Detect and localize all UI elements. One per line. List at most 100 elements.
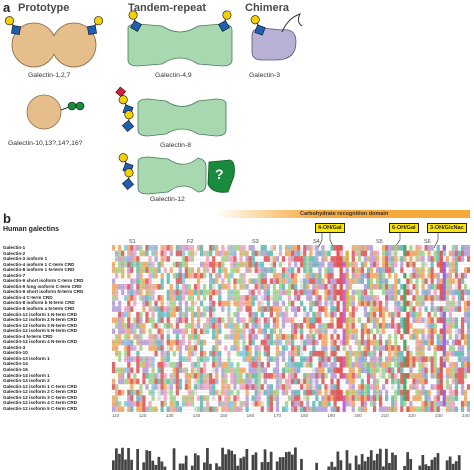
conservation-bar [245, 448, 249, 470]
conservation-bar [121, 447, 124, 470]
row-name: Galectin-14 isoform 1 [3, 372, 50, 378]
conservation-bar [154, 464, 158, 470]
conservation-bar [424, 464, 428, 470]
conservation-bar [454, 461, 458, 470]
row-name: Galectin-12 isoform 1 N-term CRD [3, 311, 78, 317]
row-names: Galectin-1 Galectin-2 Galectin-3 isoform… [3, 245, 111, 411]
conservation-histogram [112, 447, 461, 470]
sequence-alignment [112, 245, 470, 412]
position-tick-label: 230 [435, 413, 443, 418]
conservation-bar [145, 450, 149, 470]
row-name: Galectin-14 isoform 2 [3, 378, 50, 384]
conservation-bar [260, 462, 264, 470]
conservation-bar [403, 465, 406, 470]
panel-b-letter: b [3, 211, 11, 226]
conservation-bar [233, 454, 237, 470]
position-tick-label: 240 [462, 413, 470, 418]
conservation-bar [427, 465, 431, 470]
row-name: Galectin-3 [3, 344, 26, 350]
conservation-bar [178, 463, 182, 470]
position-tick-label: 150 [219, 413, 228, 418]
conservation-bar [430, 459, 434, 470]
row-name: Galectin-8 isoform a N-term CRD [3, 306, 75, 312]
conservation-bar [333, 466, 337, 470]
conservation-bar [409, 458, 413, 470]
conservation-bar [457, 455, 461, 470]
row-name: Galectin-8 isoform b N-term CRD [3, 300, 75, 306]
conservation-bar [391, 452, 394, 470]
galectin-4-9-tandem [122, 8, 238, 67]
galectin-schematic [2, 8, 303, 195]
row-name: Galectin-14 [3, 361, 28, 367]
conservation-bar [263, 449, 267, 470]
prototype-heading: Prototype [18, 2, 70, 14]
row-name: Galectin-4 isoform 1 C-term CRD [3, 261, 75, 267]
conservation-bar [269, 451, 273, 470]
conservation-bar [163, 466, 167, 470]
conservation-bar [451, 463, 455, 470]
row-name: Galectin-2 [3, 250, 26, 256]
conservation-bar [360, 454, 364, 470]
label-galectin-3: Galectin-3 [249, 72, 280, 79]
conservation-bar [418, 465, 422, 470]
conservation-bar [366, 456, 370, 470]
conservation-bar [336, 451, 340, 470]
conservation-bar [157, 456, 161, 470]
row-name: Galectin-12 isoform 5 C-term CRD [3, 405, 78, 411]
conservation-bar [115, 448, 118, 470]
conservation-bar [206, 448, 209, 470]
conservation-bar [266, 462, 270, 470]
strand-s3: S3 [252, 239, 259, 245]
conservation-bar [130, 459, 133, 470]
row-name: Galectin-8 isoform 1 N-term CRD [3, 267, 75, 273]
galectin-3-chimera [246, 13, 303, 61]
conservation-bar [215, 463, 218, 470]
conservation-bar [251, 454, 255, 470]
label-galectin-4-9: Galectin-4,9 [155, 72, 192, 79]
position-tick-label: 120 [138, 413, 147, 418]
row-name: Galectin-7 [3, 272, 26, 278]
crd-bar [215, 210, 470, 218]
conservation-bar [112, 460, 115, 470]
row-name: Galectin-12 isoform 1 C-term CRD [3, 383, 78, 389]
conservation-bar [218, 466, 221, 470]
galectin-1-2-7-dimer [2, 15, 106, 68]
conservation-bar [227, 449, 231, 470]
conservation-bar [382, 466, 385, 470]
row-name: Galectin-12 isoform 4 N-term CRD [3, 339, 78, 345]
conservation-bar [193, 453, 197, 470]
conservation-bar [345, 450, 349, 470]
conservation-bar [160, 461, 164, 470]
conservation-bar [294, 447, 297, 470]
position-tick-label: 180 [300, 413, 308, 418]
conservation-bar [436, 453, 440, 470]
human-galectins-title: Human galectins [3, 226, 60, 233]
row-name: Galectin-4 C-term CRD [3, 294, 53, 300]
row-name: Galectin-9 short isoform N-term CRD [3, 289, 84, 295]
conservation-bar [433, 457, 437, 470]
conservation-bar [406, 452, 410, 470]
row-name: Galectin-12 isoform 4 C-term CRD [3, 400, 78, 406]
conservation-bar [278, 457, 282, 470]
conservation-bar [315, 462, 318, 470]
conservation-bar [236, 465, 240, 470]
conservation-bar [148, 450, 152, 470]
conservation-bar [385, 448, 388, 470]
row-name: Galectin-12 isoform 3 C-term CRD [3, 394, 78, 400]
strand-s6: S6 [424, 239, 431, 245]
position-tick-label: 170 [273, 413, 282, 418]
position-tick-label: 190 [327, 413, 335, 418]
position-tick-label: 210 [381, 413, 389, 418]
conservation-bar [151, 460, 155, 470]
label-galectin-12: Galectin-12 [150, 196, 185, 203]
conservation-bar [142, 462, 146, 470]
conservation-bar [330, 461, 334, 470]
conservation-bar [348, 463, 352, 470]
row-name: Galectin-12 isoform 2 N-term CRD [3, 317, 78, 323]
row-name: Galectin-13 isoform 1 [3, 355, 50, 361]
conservation-bar [224, 454, 227, 470]
conservation-bar [124, 459, 127, 470]
conservation-bar [378, 448, 382, 470]
position-tick-label: 220 [408, 413, 416, 418]
conservation-bar [448, 456, 452, 470]
